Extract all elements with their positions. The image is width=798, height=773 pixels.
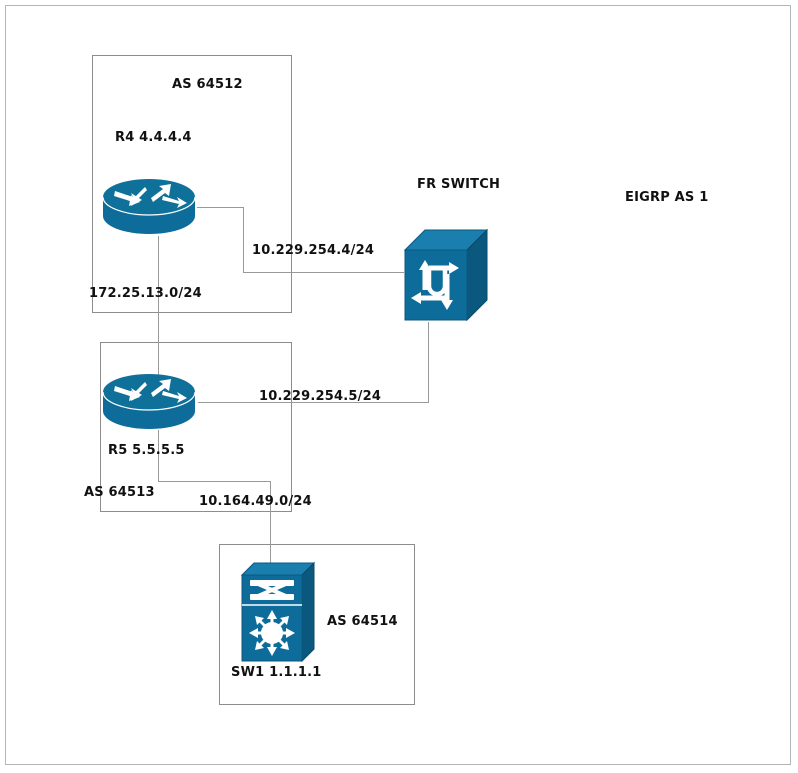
as-box-64512 [92,55,292,313]
link-r5-sw1-seg3 [270,481,271,563]
fr-switch-label: FR SWITCH [417,177,501,192]
network-label-10-164-49-0: 10.164.49.0/24 [199,494,312,509]
router-r5-label: R5 5.5.5.5 [108,443,185,458]
network-label-10-229-254-4: 10.229.254.4/24 [252,243,375,258]
device-frame-relay-switch[interactable] [403,228,489,324]
link-r5-frsw-seg1 [198,402,429,403]
switch-sw1-label: SW1 1.1.1.1 [231,665,322,680]
link-r4-r5 [158,236,159,382]
network-label-172-25-13-0: 172.25.13.0/24 [89,286,202,301]
link-r5-sw1-seg1 [158,430,159,482]
as-box-64513 [100,342,292,512]
network-label-10-229-254-5: 10.229.254.5/24 [259,389,382,404]
device-multilayer-switch-sw1[interactable] [240,561,320,665]
link-r4-frsw-seg2 [243,207,244,273]
link-r5-frsw-seg2 [428,322,429,403]
link-r5-sw1-seg2 [158,481,271,482]
eigrp-as-label: EIGRP AS 1 [625,190,709,205]
device-router-r5[interactable] [101,371,197,433]
as-64513-label: AS 64513 [84,485,155,500]
device-router-r4[interactable] [101,176,197,238]
link-r4-frsw-seg3 [243,272,404,273]
router-r4-label: R4 4.4.4.4 [115,130,192,145]
link-r4-frsw-seg1 [197,207,244,208]
as-64514-label: AS 64514 [327,614,398,629]
as-box-64514 [219,544,415,705]
as-64512-label: AS 64512 [172,77,243,92]
